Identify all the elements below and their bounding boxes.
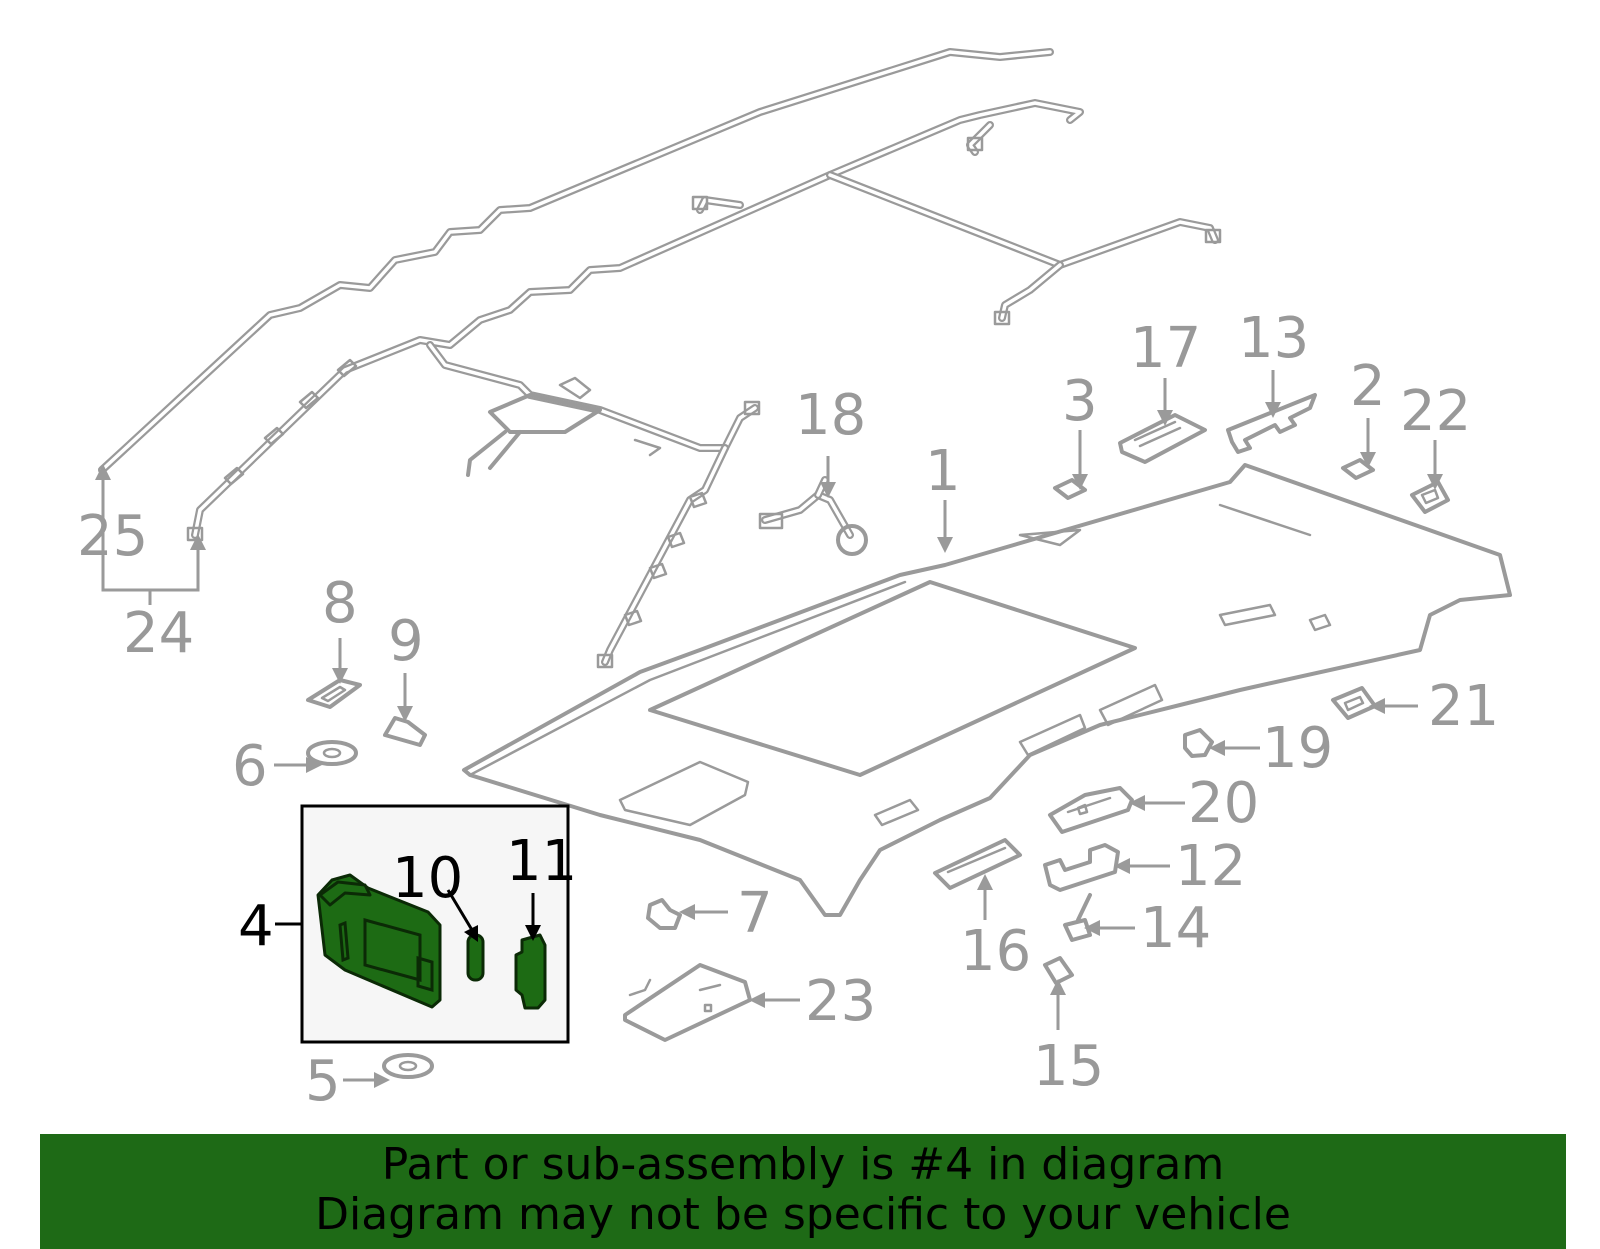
part-6 bbox=[306, 740, 358, 766]
callout-labels: 1 2 3 17 13 22 18 25 24 8 9 6 5 7 23 21 … bbox=[77, 306, 1499, 1114]
info-banner: Part or sub-assembly is #4 in diagram Di… bbox=[40, 1134, 1566, 1249]
arrowheads-dark bbox=[464, 925, 541, 942]
part-4-callout-box bbox=[300, 804, 570, 1044]
part-5 bbox=[382, 1053, 434, 1079]
part-10 bbox=[466, 933, 485, 982]
callout-20: 20 bbox=[1188, 771, 1259, 836]
part-19 bbox=[1183, 728, 1214, 758]
part-23 bbox=[623, 963, 752, 1042]
callout-16: 16 bbox=[960, 919, 1031, 984]
callout-6: 6 bbox=[232, 734, 268, 799]
part-2 bbox=[1341, 458, 1375, 480]
part-25-roof-harness bbox=[98, 48, 1054, 474]
callout-12: 12 bbox=[1175, 834, 1246, 899]
part-7 bbox=[646, 898, 682, 930]
banner-line-2: Diagram may not be specific to your vehi… bbox=[315, 1189, 1291, 1240]
part-14 bbox=[1063, 893, 1092, 942]
part-8 bbox=[306, 678, 362, 709]
arrowheads bbox=[95, 402, 1443, 1088]
callout-14: 14 bbox=[1140, 896, 1211, 961]
part-center-harness bbox=[426, 341, 761, 669]
callout-15: 15 bbox=[1033, 1034, 1104, 1099]
part-3 bbox=[1053, 478, 1087, 500]
callout-3: 3 bbox=[1062, 369, 1098, 434]
callout-24: 24 bbox=[123, 601, 194, 666]
callout-25: 25 bbox=[77, 504, 148, 569]
callout-10: 10 bbox=[392, 846, 463, 911]
part-4-sun-visor[interactable] bbox=[316, 873, 442, 1009]
part-20 bbox=[1048, 786, 1134, 834]
part-1-headliner bbox=[462, 463, 1512, 917]
callout-22: 22 bbox=[1400, 379, 1471, 444]
part-22 bbox=[1410, 480, 1450, 514]
callout-13: 13 bbox=[1238, 306, 1309, 371]
part-13 bbox=[1226, 393, 1317, 454]
callout-19: 19 bbox=[1262, 716, 1333, 781]
part-24-roof-harness bbox=[186, 99, 1222, 542]
part-12 bbox=[1043, 843, 1120, 892]
callout-7: 7 bbox=[737, 881, 773, 946]
callout-11: 11 bbox=[506, 829, 577, 894]
callout-17: 17 bbox=[1130, 316, 1201, 381]
part-15 bbox=[1043, 956, 1074, 985]
callout-21: 21 bbox=[1428, 674, 1499, 739]
part-9 bbox=[383, 716, 427, 747]
callout-8: 8 bbox=[322, 571, 358, 636]
callout-5: 5 bbox=[305, 1049, 341, 1114]
part-16 bbox=[933, 838, 1022, 890]
banner-line-1: Part or sub-assembly is #4 in diagram bbox=[381, 1139, 1225, 1190]
callout-2: 2 bbox=[1350, 354, 1386, 419]
part-21 bbox=[1331, 686, 1377, 720]
callout-18: 18 bbox=[795, 383, 866, 448]
part-18-harness bbox=[758, 476, 868, 556]
callout-1: 1 bbox=[925, 439, 961, 504]
callout-23: 23 bbox=[805, 969, 876, 1034]
part-11 bbox=[514, 933, 547, 1010]
callout-4: 4 bbox=[238, 894, 274, 959]
callout-9: 9 bbox=[388, 609, 424, 674]
part-17 bbox=[1118, 413, 1207, 464]
